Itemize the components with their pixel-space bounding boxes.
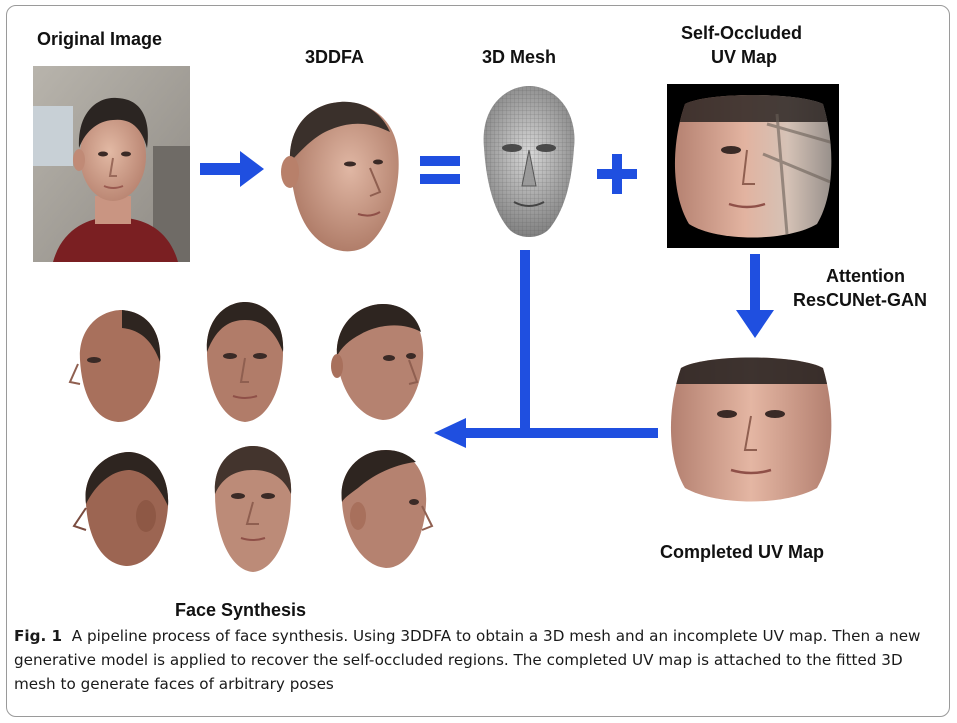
arrow-right-1 [198, 148, 268, 190]
label-uv-map: UV Map [711, 46, 777, 68]
label-face-synthesis: Face Synthesis [175, 599, 306, 621]
synth-face-5 [205, 440, 300, 580]
figure-caption: Fig. 1 A pipeline process of face synthe… [14, 624, 939, 696]
label-rescunet-gan: ResCUNet-GAN [793, 289, 927, 311]
label-3ddfa: 3DDFA [305, 46, 364, 68]
label-original-image: Original Image [37, 28, 162, 50]
connector-arrow-to-synthesis [430, 246, 660, 456]
synth-face-1 [60, 300, 170, 428]
self-occluded-uv-map [667, 84, 839, 248]
3d-mesh-render [470, 78, 588, 246]
completed-uv-map [665, 346, 837, 512]
arrow-down [734, 252, 776, 342]
caption-label: Fig. 1 [14, 627, 62, 645]
synth-face-4 [62, 442, 177, 574]
original-image-photo [33, 66, 190, 262]
equals-operator [420, 150, 462, 190]
plus-operator [596, 152, 640, 196]
synth-face-6 [328, 440, 438, 578]
label-completed-uv-map: Completed UV Map [660, 541, 824, 563]
synth-face-3 [325, 296, 435, 428]
3ddfa-face-render [270, 92, 410, 257]
label-self-occluded: Self-Occluded [681, 22, 802, 44]
caption-text: A pipeline process of face synthesis. Us… [14, 627, 920, 693]
label-attention: Attention [826, 265, 905, 287]
synth-face-2 [195, 296, 295, 428]
label-3d-mesh: 3D Mesh [482, 46, 556, 68]
